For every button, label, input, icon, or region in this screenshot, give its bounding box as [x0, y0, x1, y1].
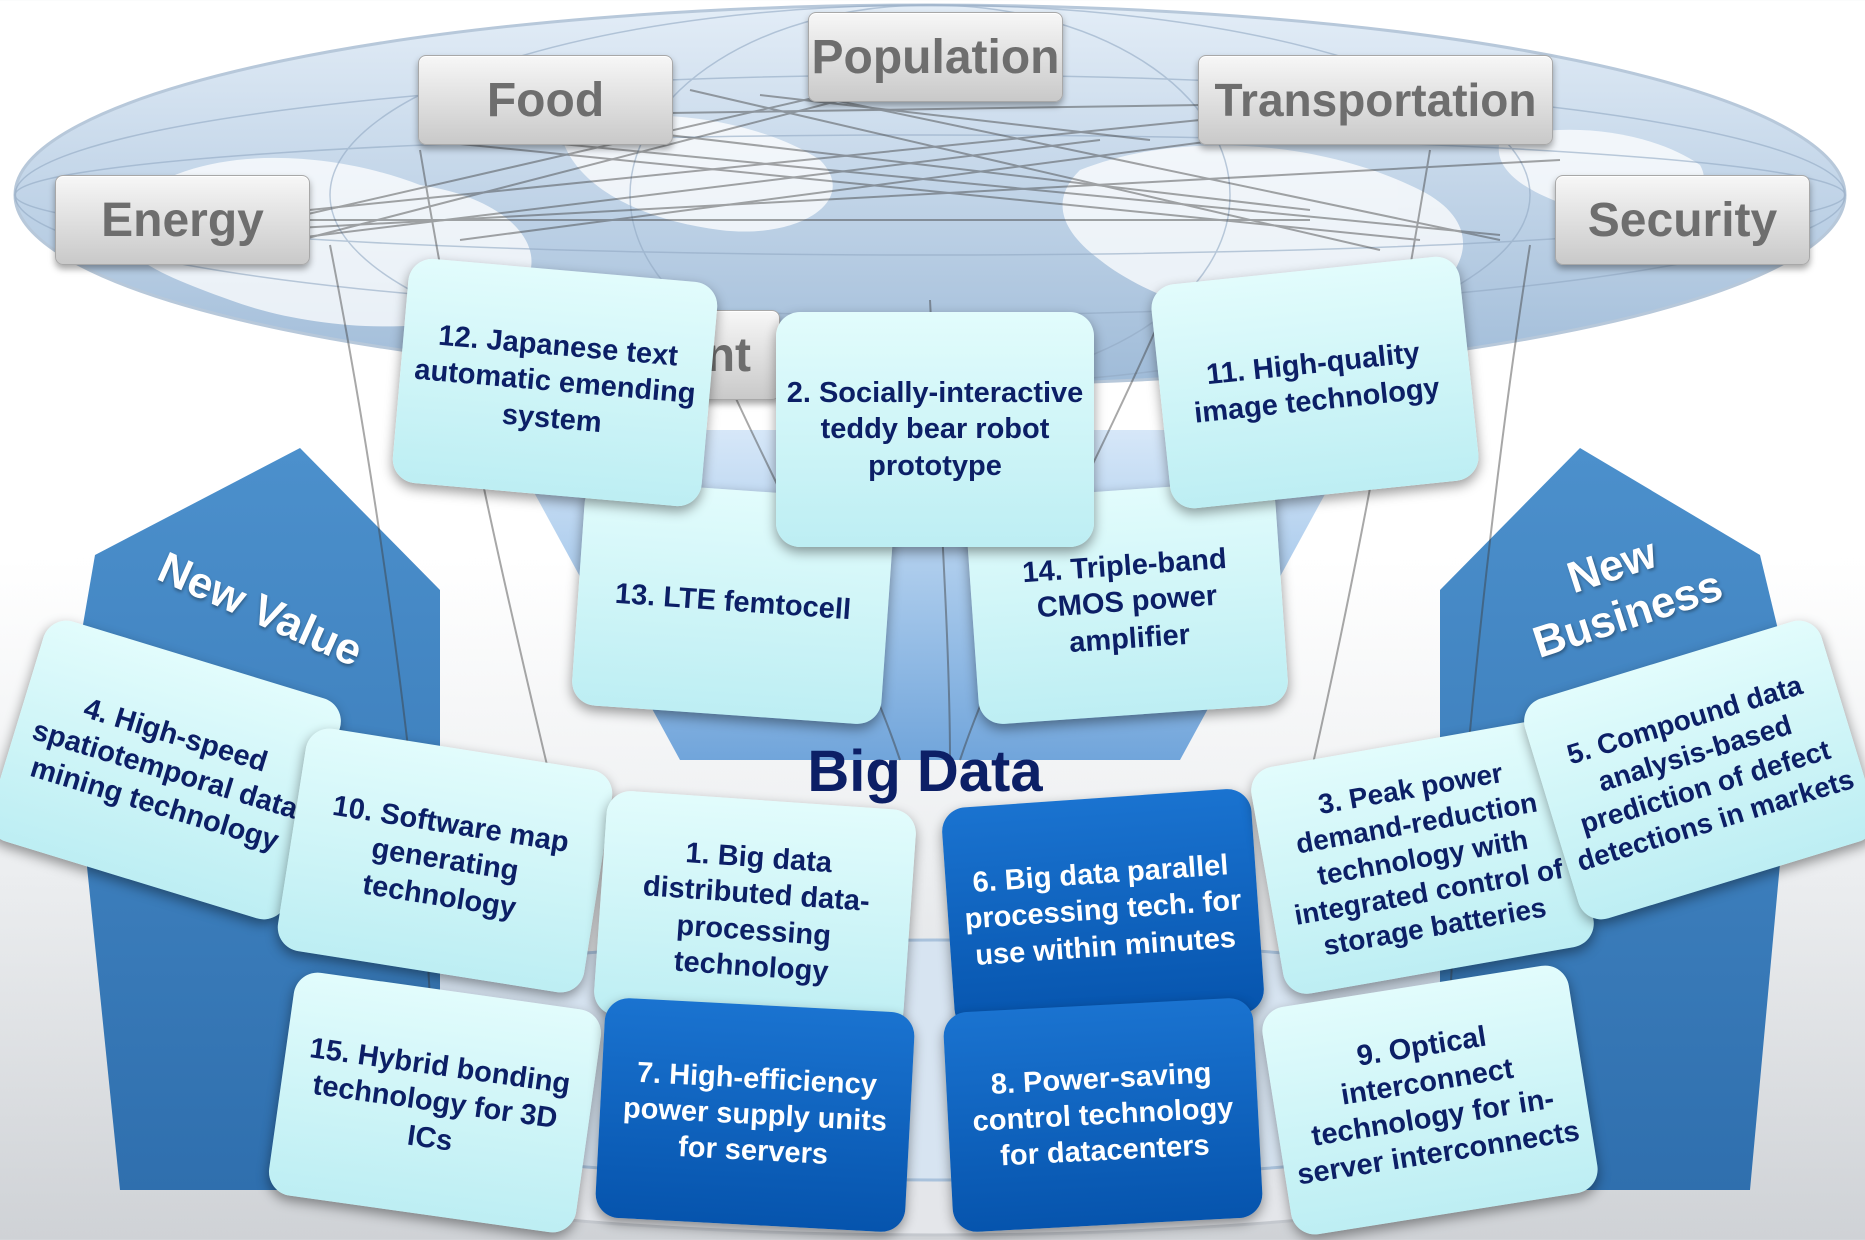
category-energy: Energy — [55, 175, 310, 265]
category-population: Population — [808, 12, 1063, 102]
category-security: Security — [1555, 175, 1810, 265]
tech-6-parallel-processing: 6. Big data parallel processing tech. fo… — [940, 787, 1266, 1034]
category-food: Food — [418, 55, 673, 145]
tech-10-software-map: 10. Software map generating technology — [274, 725, 616, 996]
category-transportation: Transportation — [1198, 55, 1553, 145]
tech-8-power-saving: 8. Power-saving control technology for d… — [942, 997, 1264, 1233]
tech-12-text-emending: 12. Japanese text automatic emending sys… — [390, 256, 720, 509]
tech-7-power-supply: 7. High-efficiency power supply units fo… — [594, 997, 916, 1233]
tech-15-hybrid-bonding: 15. Hybrid bonding technology for 3D ICs — [265, 969, 605, 1236]
big-data-title: Big Data — [807, 739, 1043, 804]
tech-2-teddy-bear-robot: 2. Socially-interactive teddy bear robot… — [776, 312, 1094, 547]
tech-11-image-technology: 11. High-quality image technology — [1149, 254, 1481, 511]
tech-9-optical-interconnect: 9. Optical interconnect technology for i… — [1258, 962, 1602, 1238]
